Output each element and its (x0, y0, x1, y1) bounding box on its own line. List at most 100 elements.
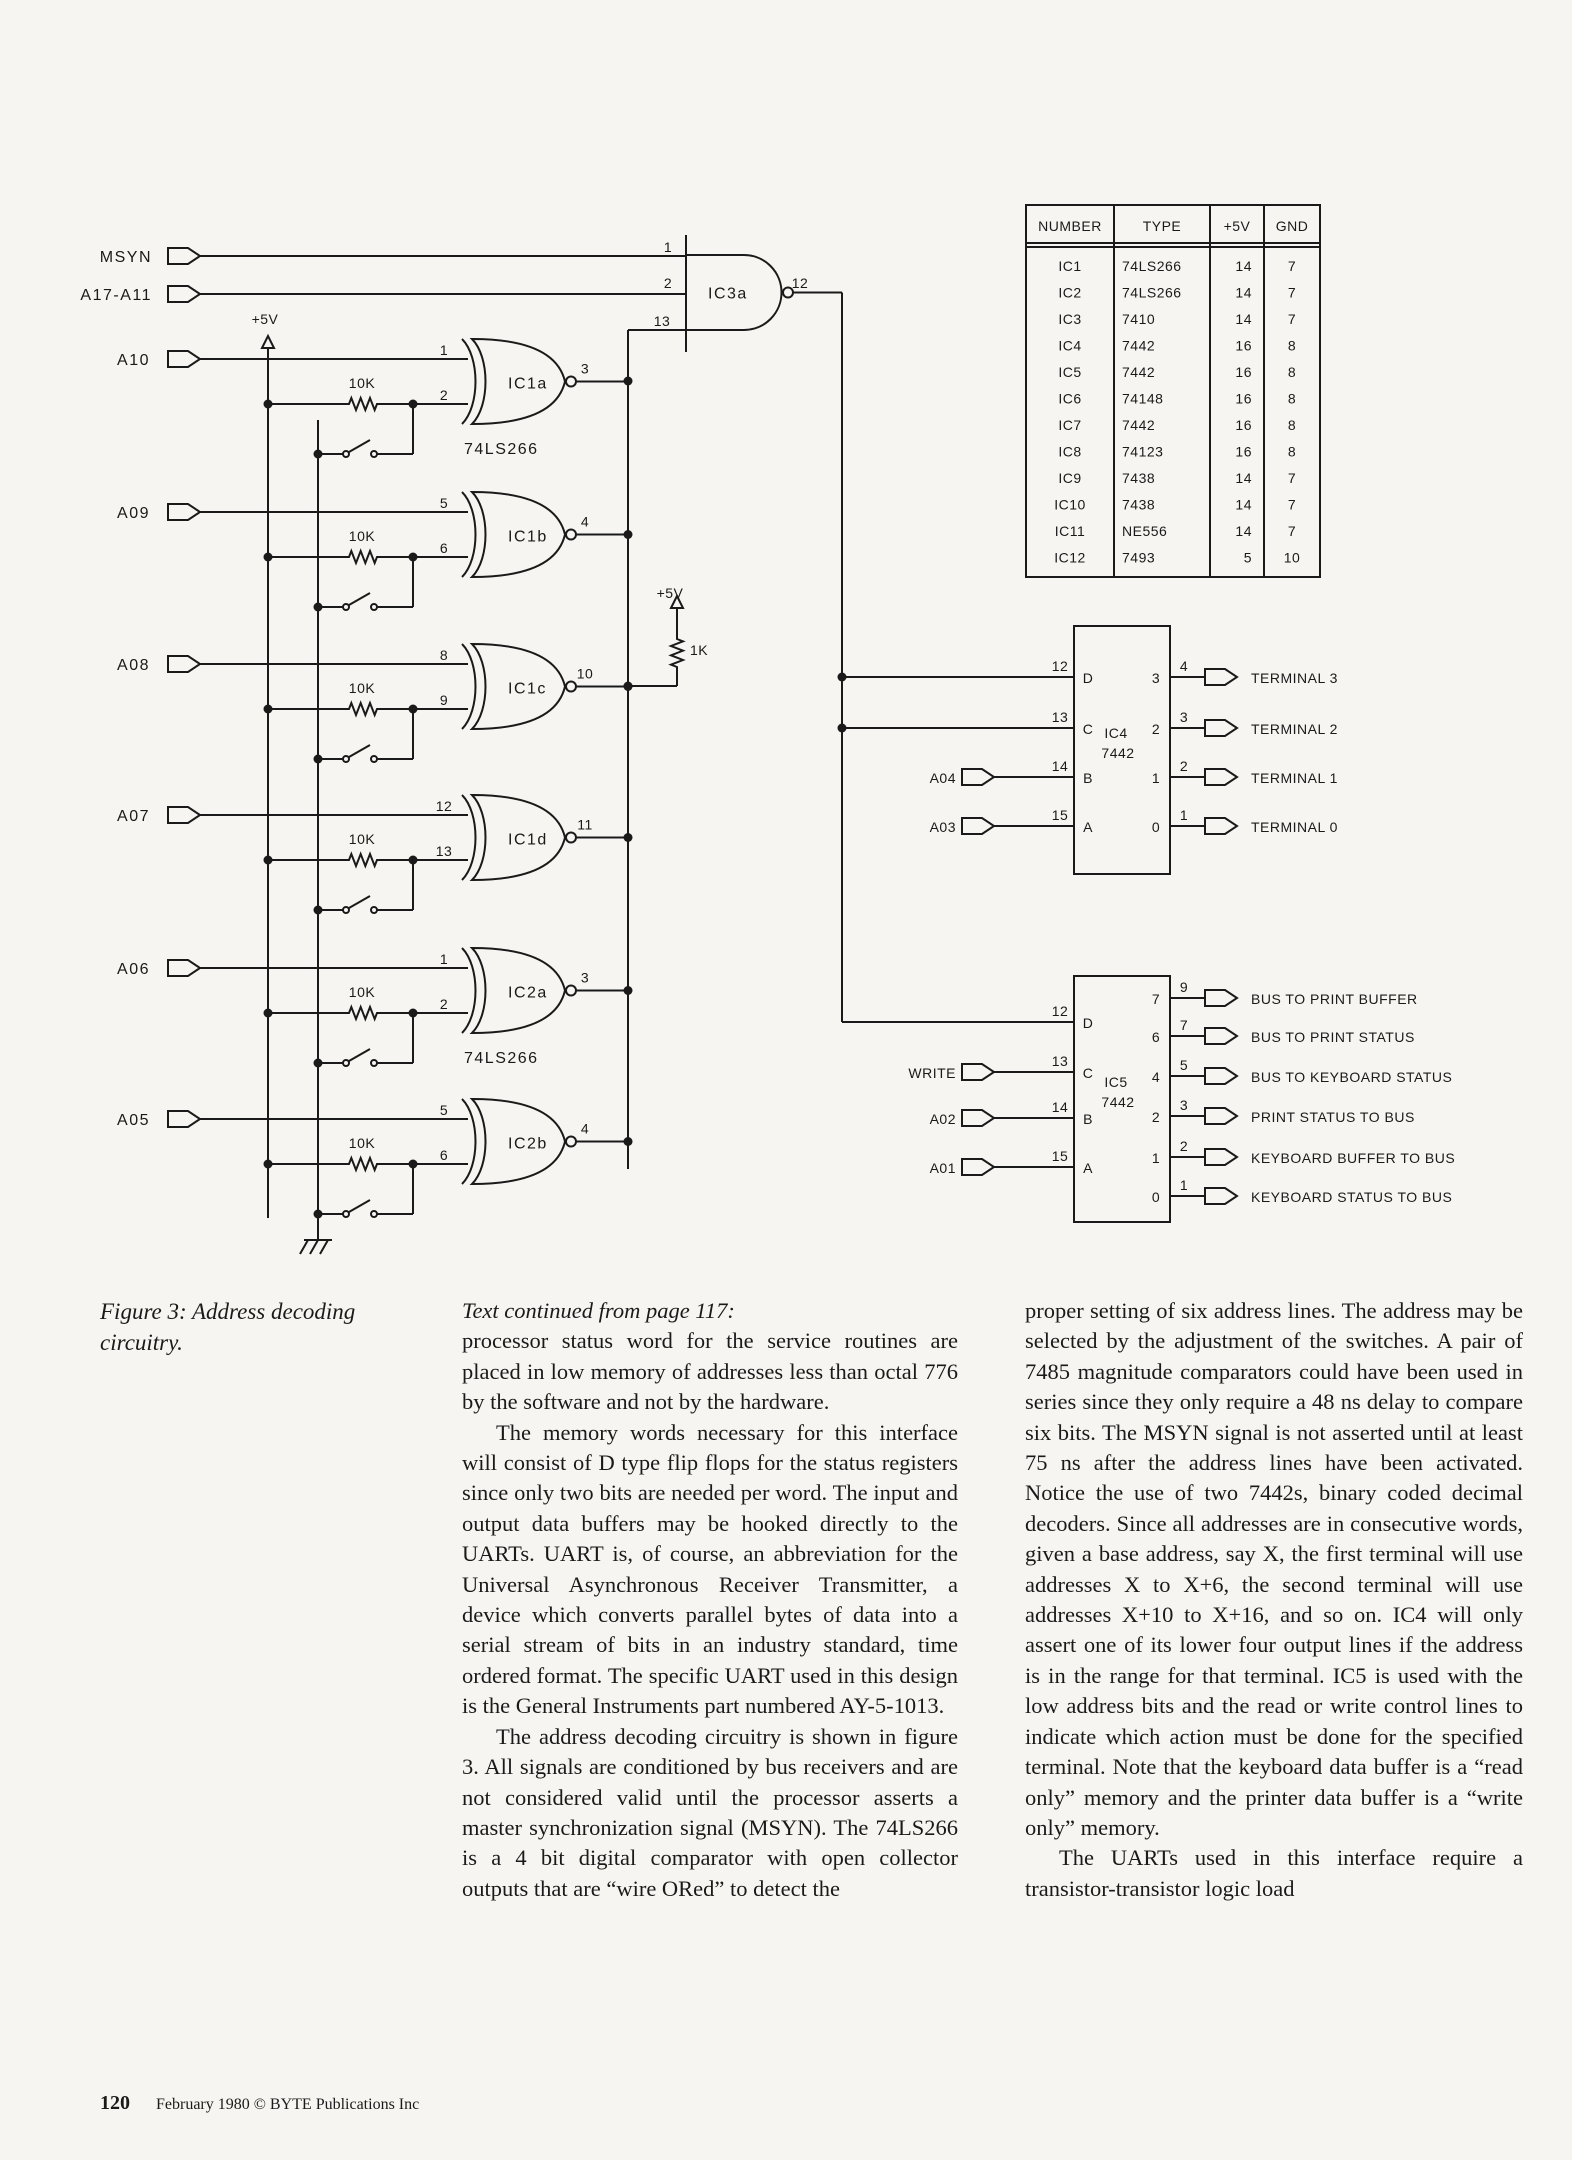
table-cell: 8 (1288, 444, 1296, 460)
pin-number: 3 (581, 361, 589, 377)
input-connector (167, 1110, 202, 1128)
pin-number: 5 (1180, 1057, 1188, 1073)
table-cell: 7 (1288, 470, 1296, 486)
switch-contact (370, 906, 378, 914)
supply-label: +5V (657, 585, 684, 601)
paragraph: The address decoding circuitry is shown … (462, 1723, 958, 1901)
decoder-type: 7442 (1101, 1094, 1134, 1110)
gate-back-curve (461, 794, 477, 881)
table-cell: 10 (1284, 550, 1301, 566)
decoder-output-number: 7 (1152, 991, 1160, 1007)
pin-number: 1 (664, 239, 672, 255)
output-label: TERMINAL 0 (1251, 819, 1338, 835)
table-cell: 14 (1235, 285, 1252, 301)
xnor-gate-IC1d (469, 793, 567, 882)
pin-number: 2 (1180, 758, 1188, 774)
decoder-output-number: 6 (1152, 1029, 1160, 1045)
table-cell: 14 (1235, 523, 1252, 539)
pin-number: 9 (440, 692, 448, 708)
switch-lever (348, 439, 371, 453)
table-header: TYPE (1143, 218, 1182, 234)
resistor-label: 1K (690, 642, 708, 658)
input-label-4: A08 (117, 657, 150, 674)
pin-number: 2 (1180, 1138, 1188, 1154)
table-cell: IC2 (1058, 285, 1081, 301)
resistor-label: 10K (349, 831, 376, 847)
table-cell: 8 (1288, 391, 1296, 407)
figure-caption: Figure 3: Address decoding circuitry. (100, 1299, 356, 1355)
pin-number: 12 (1052, 658, 1069, 674)
input-label-5: A07 (117, 808, 150, 825)
input-connector (167, 806, 202, 824)
switch-contact (342, 755, 350, 763)
pin-number: 1 (440, 342, 448, 358)
junction-dot (313, 1209, 323, 1219)
output-label: KEYBOARD BUFFER TO BUS (1251, 1150, 1455, 1166)
switch-lever (348, 895, 371, 909)
table-cell: 7442 (1122, 338, 1155, 354)
schematic-wires (200, 205, 1320, 1255)
pin-number: 2 (440, 996, 448, 1012)
decoder-input-name: C (1083, 721, 1094, 737)
paragraph: proper setting of six address lines. The… (1025, 1298, 1523, 1840)
input-connector (961, 817, 996, 835)
table-cell: 8 (1288, 338, 1296, 354)
junction-dot (263, 399, 273, 409)
junction-dot (313, 905, 323, 915)
output-label: BUS TO KEYBOARD STATUS (1251, 1069, 1452, 1085)
table-cell: IC7 (1058, 417, 1081, 433)
decoder-input-name: C (1083, 1065, 1094, 1081)
pin-number: 13 (1052, 1053, 1069, 1069)
table-cell: IC10 (1054, 497, 1086, 513)
input-connector (961, 1109, 996, 1127)
input-signal-WRITE: WRITE (908, 1065, 956, 1081)
supply-arrow (260, 333, 276, 349)
pin-number: 4 (581, 514, 589, 530)
decoder-output-number: 3 (1152, 670, 1160, 686)
schematic-parts (167, 204, 1321, 1223)
junction-dot (313, 754, 323, 764)
output-connector (1204, 768, 1239, 786)
decoder-output-number: 0 (1152, 1189, 1160, 1205)
decoder-input-name: B (1083, 770, 1093, 786)
input-connector (167, 285, 202, 303)
switch-contact (342, 906, 350, 914)
junction-dot (408, 1008, 418, 1018)
pin-number: 1 (1180, 1177, 1188, 1193)
output-label: TERMINAL 1 (1251, 770, 1338, 786)
pin-number: 2 (664, 275, 672, 291)
table-cell: 7493 (1122, 550, 1155, 566)
switch-contact (342, 450, 350, 458)
table-header: NUMBER (1038, 218, 1102, 234)
junction-dot (408, 552, 418, 562)
pullup-resistor-10k (346, 548, 380, 566)
junction-dot (313, 602, 323, 612)
output-connector (1204, 1107, 1239, 1125)
table-cell: IC6 (1058, 391, 1081, 407)
junction-dot (837, 672, 847, 682)
table-cell: 7 (1288, 497, 1296, 513)
input-connector (167, 247, 202, 265)
switch-contact (370, 603, 378, 611)
junction-dot (837, 723, 847, 733)
junction-dot (408, 399, 418, 409)
pin-number: 9 (1180, 979, 1188, 995)
gate-label-IC1c: IC1c (508, 681, 547, 698)
table-cell: 7 (1288, 523, 1296, 539)
switch-lever (348, 744, 371, 758)
supply-label: +5V (252, 311, 279, 327)
pin-number: 12 (436, 798, 453, 814)
table-cell: 8 (1288, 417, 1296, 433)
pin-number: 3 (581, 970, 589, 986)
pullup-resistor-10k (346, 1004, 380, 1022)
gate-back-curve (461, 491, 477, 578)
pin-number: 6 (440, 1147, 448, 1163)
decoder-output-number: 0 (1152, 819, 1160, 835)
decoder-input-name: B (1083, 1111, 1093, 1127)
table-cell: 74LS266 (1122, 285, 1182, 301)
switch-lever (348, 1048, 371, 1062)
ground-hatch (299, 1239, 309, 1255)
junction-dot (623, 833, 633, 842)
resistor-label: 10K (349, 528, 376, 544)
